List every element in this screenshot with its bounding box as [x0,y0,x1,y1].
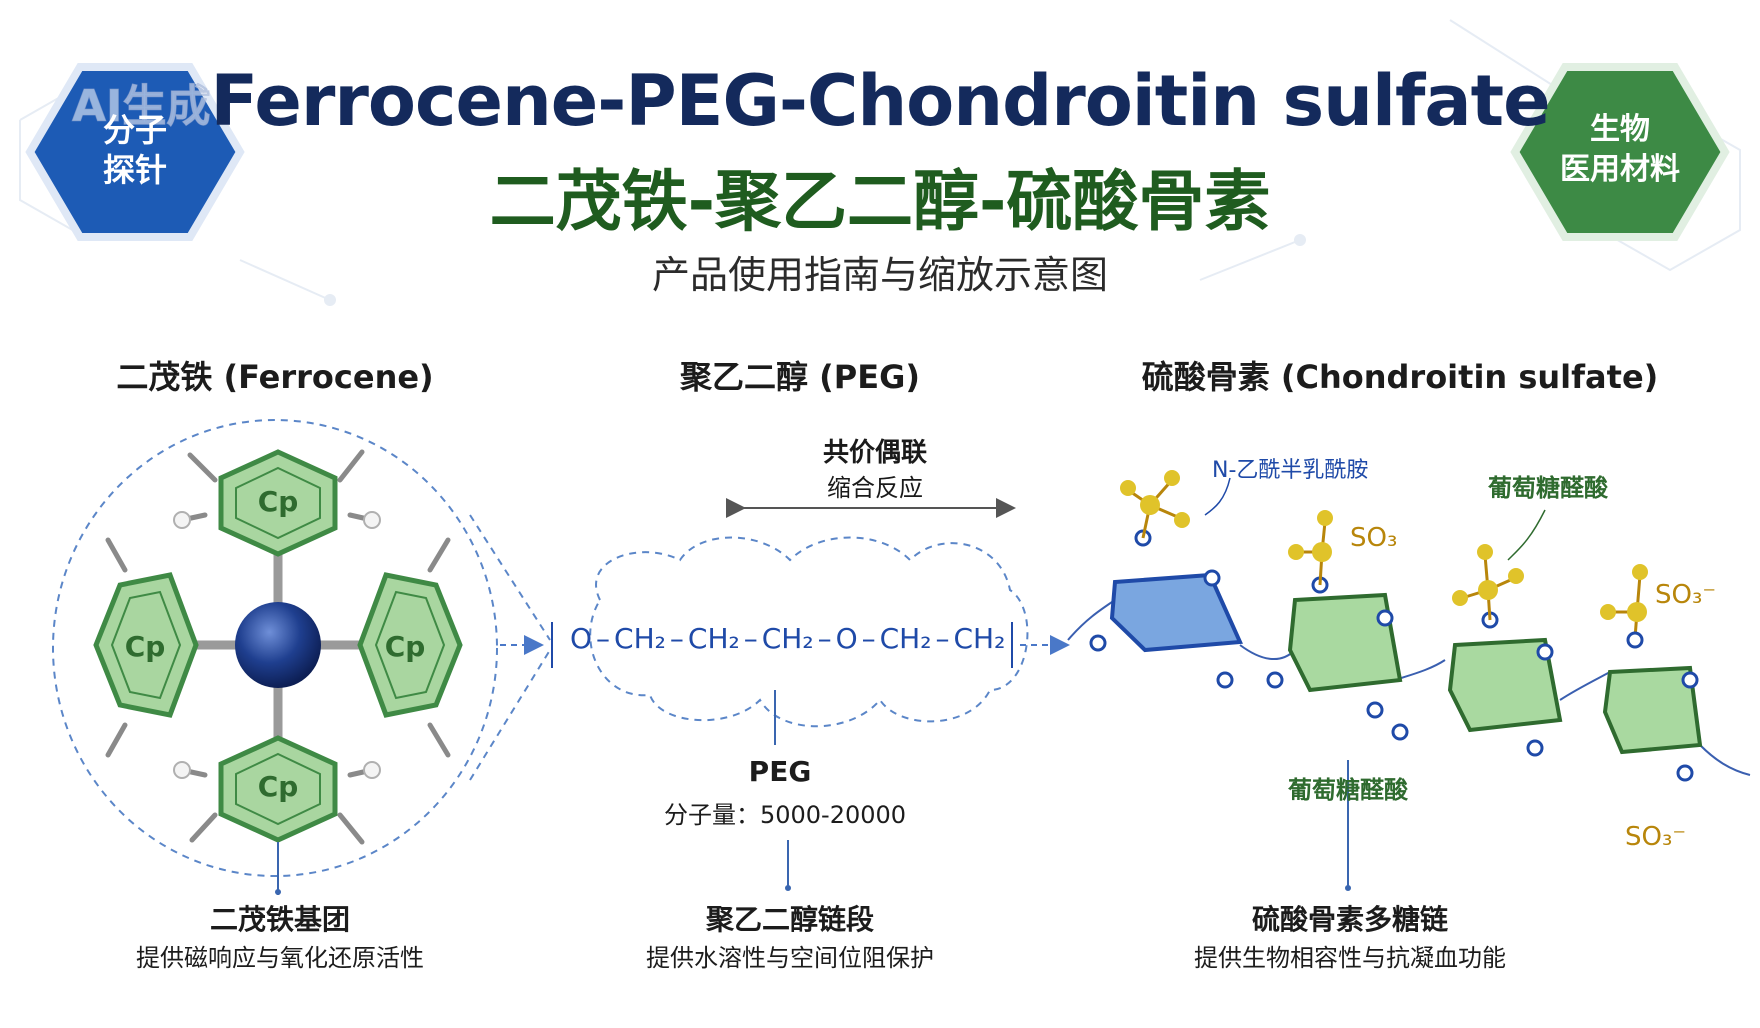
cp-ring-top [218,449,338,557]
sugar-ring-blue [1109,572,1243,653]
peg-formula: O– CH₂– CH₂– CH₂– O– CH₂– CH₂ [570,622,1006,655]
cp-ring-bottom [218,735,338,843]
cs-chain-desc: 提供生物相容性与抗凝血功能 [1194,944,1506,972]
peg-segment-desc: 提供水溶性与空间位阻保护 [646,944,934,972]
badge-right-hexagon [1510,63,1730,241]
badge-left: 分子 探针 [60,110,210,190]
gluc-top-pointer [1507,509,1546,561]
peg-segment-title: 聚乙二醇链段 [705,903,874,936]
title-english: Ferrocene-PEG-Chondroitin sulfate [210,60,1550,142]
cs-glucuronic-mid-label: 葡萄糖醛酸 [1288,776,1408,804]
iron-atom [235,602,321,688]
hydrogen-atoms [173,511,381,779]
so3-minus-label-b: SO₃⁻ [1625,822,1687,852]
cs-glucuronic-top-label: 葡萄糖醛酸 [1488,474,1608,502]
cs-pointer-dot [1345,885,1351,891]
cp-label-right: Cp [384,630,426,663]
peg-pointer-dot [785,885,791,891]
title-chinese: 二茂铁-聚乙二醇-硫酸骨素 [489,163,1271,240]
cp-label-top: Cp [257,485,299,518]
so3-label: SO₃ [1350,523,1398,553]
badge-right: 生物 医用材料 [1520,110,1720,190]
nac-pointer [1204,477,1231,516]
peg-formula-atom: CH₂ [953,622,1006,655]
peg-formula-atom: CH₂ [614,622,666,655]
peg-formula-atom: O [570,622,593,655]
badge-left-line1: 分子 [102,111,167,149]
watermark: AI生成 [71,81,211,133]
cp-label-left: Cp [124,630,166,663]
so3-minus-label-a: SO₃⁻ [1655,580,1717,610]
zoom-line-bottom [469,649,551,781]
sulfate-group-4 [1600,564,1648,649]
ferrocene-group-title: 二茂铁基团 [209,903,350,936]
coupling-line1: 共价偶联 [822,438,927,468]
peg-formula-atom: CH₂ [879,622,932,655]
peg-formula-atom: CH₂ [687,622,740,655]
sulfate-group-3 [1452,544,1524,621]
badge-left-hexagon [25,63,245,241]
peg-molecular-weight: 分子量：5000-20000 [663,801,907,829]
ferrocene-group-desc: 提供磁响应与氧化还原活性 [136,944,424,972]
ferrocene-pointer-dot [275,889,281,895]
peg-formula-atom: CH₂ [761,622,814,655]
zoom-line-top [469,514,551,641]
peg-formula-atom: O [835,622,858,655]
ferrocene-zoom-circle [52,419,498,877]
peg-cloud [589,536,1029,728]
peg-label: PEG [748,755,812,788]
cp-ring-right [357,572,463,718]
cs-nac-label: N-乙酰半乳酰胺 [1212,458,1369,483]
sugar-ring-green-3 [1602,665,1703,755]
coupling-line2: 缩合反应 [827,474,923,502]
sulfate-group-1 [1120,470,1190,539]
sugar-ring-green-2 [1447,637,1563,733]
badge-left-line2: 探针 [102,151,167,189]
cp-label-bottom: Cp [257,770,299,803]
section-title-peg: 聚乙二醇 (PEG) [680,358,920,396]
section-title-ferrocene: 二茂铁 (Ferrocene) [116,358,434,396]
sugar-ring-green-1 [1287,592,1403,693]
cs-chain-title: 硫酸骨素多糖链 [1251,903,1448,936]
badge-right-line2: 医用材料 [1560,152,1680,187]
hydrogen-stubs [105,449,451,845]
cp-ring-left [93,572,199,718]
cs-oxygen-atoms [1089,529,1699,782]
section-title-cs: 硫酸骨素 (Chondroitin sulfate) [1141,358,1659,396]
badge-right-line1: 生物 [1590,112,1650,147]
subtitle: 产品使用指南与缩放示意图 [651,253,1108,297]
sulfate-group-2 [1288,510,1333,586]
